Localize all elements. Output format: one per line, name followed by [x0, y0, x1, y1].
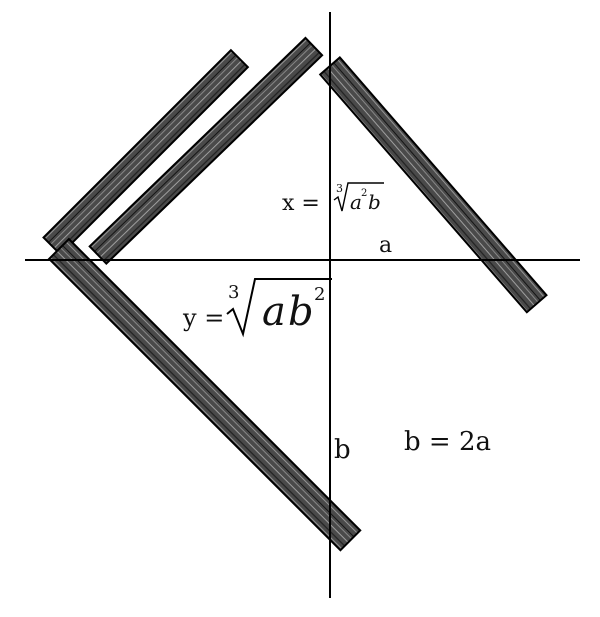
plank-lower-left [47, 237, 362, 552]
label-a: a [379, 233, 392, 258]
label-b: b [334, 435, 351, 465]
plank-upper-left-inner [88, 36, 324, 266]
x-formula-exp-2: 2 [361, 188, 367, 199]
x-formula-base-b: b [368, 190, 381, 214]
y-formula-root-index: 3 [228, 282, 239, 303]
y-formula-radical-sign [226, 278, 332, 338]
y-formula: y = 3 a b 2 [182, 278, 332, 338]
y-formula-base-a: a [262, 289, 286, 335]
y-formula-exp-2: 2 [314, 284, 325, 305]
plank-upper-left-outer [42, 48, 250, 256]
plank-right [318, 56, 548, 314]
relation-b-equals-2a: b = 2a [404, 427, 491, 457]
x-formula-radical-sign [333, 182, 384, 212]
x-formula-prefix: x = [282, 191, 320, 216]
x-formula: x = 3 a 2 b [282, 182, 384, 216]
x-formula-base-a: a [350, 190, 362, 214]
y-formula-base-b: b [288, 289, 314, 335]
x-formula-root-index: 3 [336, 182, 343, 195]
y-formula-prefix: y = [182, 304, 224, 332]
